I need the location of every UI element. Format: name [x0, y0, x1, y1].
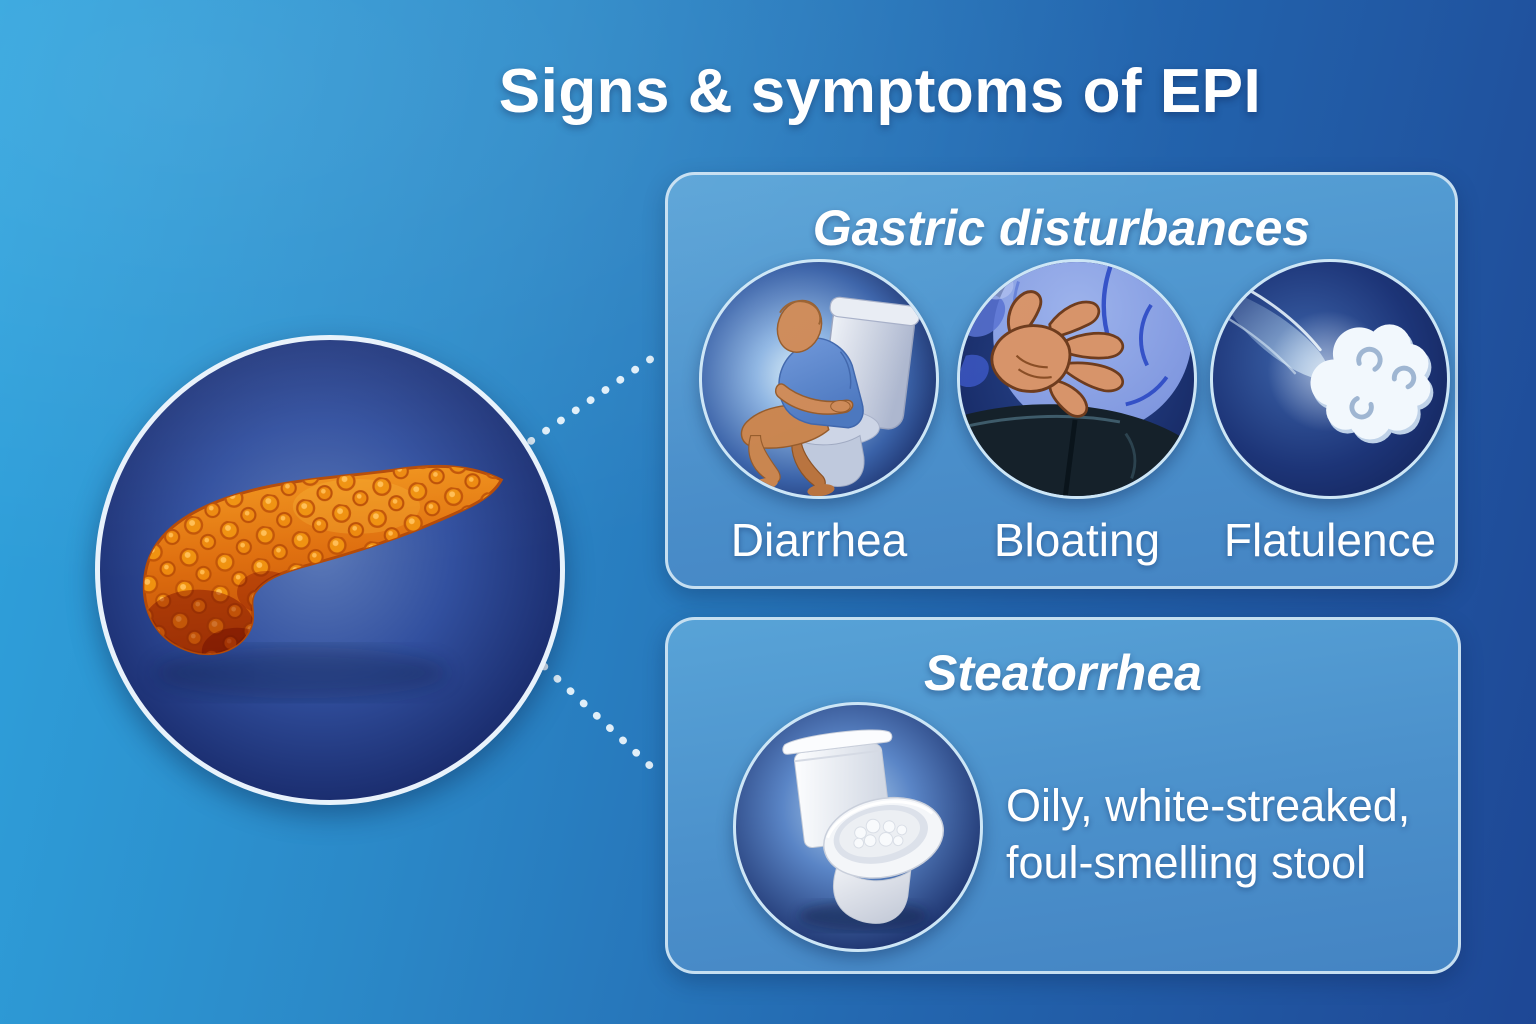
toilet-with-stool-icon [782, 729, 945, 931]
gastric-panel-title: Gastric disturbances [812, 200, 1311, 256]
steatorrhea-description: Oily, white-streaked, foul-smelling stoo… [1006, 778, 1410, 891]
symptom-label-bloating: Bloating [993, 514, 1161, 566]
steatorrhea-description-line1: Oily, white-streaked, [1006, 780, 1411, 831]
hand-on-bloated-belly-icon [960, 262, 1194, 496]
symptom-item-diarrhea: Diarrhea [699, 259, 939, 567]
symptom-label-diarrhea: Diarrhea [730, 514, 908, 566]
gastric-disturbances-panel: Gastric disturbances [665, 172, 1458, 589]
bloating-icon-circle [957, 259, 1197, 499]
flatulence-icon-circle [1210, 259, 1450, 499]
symptom-label-flatulence: Flatulence [1223, 514, 1437, 566]
steatorrhea-panel: Steatorrhea [665, 617, 1461, 974]
symptom-item-flatulence: Flatulence [1210, 259, 1450, 567]
pancreas-illustration [142, 464, 503, 699]
symptom-item-bloating: Bloating [957, 259, 1197, 567]
person-on-toilet-icon [740, 296, 921, 496]
page-title: Signs & symptoms of EPI [498, 57, 1262, 126]
steatorrhea-description-line2: foul-smelling stool [1006, 836, 1367, 888]
diarrhea-icon-circle [699, 259, 939, 499]
gas-cloud-icon [1213, 276, 1434, 444]
steatorrhea-panel-title: Steatorrhea [924, 645, 1202, 701]
steatorrhea-icon-circle [733, 702, 983, 952]
pancreas-circle [95, 335, 565, 805]
